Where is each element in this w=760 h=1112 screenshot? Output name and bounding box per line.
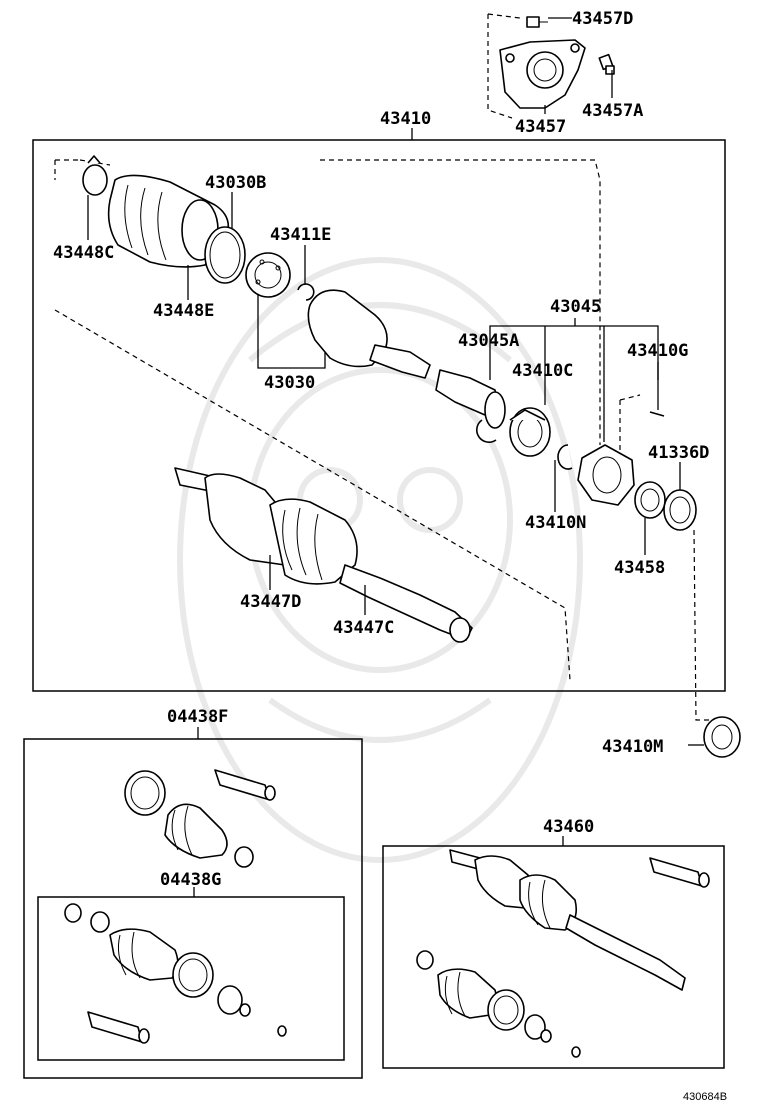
- snap-ring-43411E: [297, 283, 315, 301]
- label-43448E[interactable]: 43448E: [153, 301, 214, 321]
- snap-ring-43410N: [557, 444, 573, 470]
- bearing-43410C: [509, 407, 551, 457]
- label-43410C[interactable]: 43410C: [512, 361, 573, 381]
- label-41336D[interactable]: 41336D: [648, 443, 709, 463]
- boot-band-43448E: [204, 226, 246, 284]
- bearing-bracket: [499, 39, 586, 109]
- bolt-43457D: [526, 16, 548, 28]
- bracket-dashed-frame: [487, 13, 521, 119]
- boot-clamp-43448C: [82, 155, 108, 196]
- outer-joint-body: [307, 289, 431, 379]
- boot-kit-box-04438F: [23, 738, 363, 1079]
- label-43410G[interactable]: 43410G: [627, 341, 688, 361]
- dust-seal-43458: [634, 481, 666, 519]
- label-04438F[interactable]: 04438F: [167, 707, 228, 727]
- label-43030B[interactable]: 43030B: [205, 173, 266, 193]
- bracket-43045: [489, 325, 659, 380]
- label-43448C[interactable]: 43448C: [53, 243, 114, 263]
- figure-code: 430684B: [683, 1091, 727, 1103]
- bracket-43030: [257, 295, 326, 369]
- label-43447D[interactable]: 43447D: [240, 592, 301, 612]
- bearing-bracket-43410G: [649, 411, 665, 417]
- drive-shaft-assembly: [174, 467, 473, 643]
- label-04438G[interactable]: 04438G: [160, 870, 221, 890]
- label-43457D[interactable]: 43457D: [572, 9, 633, 29]
- label-43045[interactable]: 43045: [550, 297, 601, 317]
- boot-kit-04438F-parts: [124, 769, 276, 868]
- label-43045A[interactable]: 43045A: [458, 331, 519, 351]
- label-43457A[interactable]: 43457A: [582, 101, 643, 121]
- label-43030[interactable]: 43030: [264, 373, 315, 393]
- bolt-43457A: [598, 53, 615, 75]
- intermediate-shaft-43045A: [435, 369, 506, 443]
- shaft-kit-43460-parts: [416, 849, 710, 1058]
- boot-kit-04438G-parts: [64, 903, 287, 1044]
- label-43410N[interactable]: 43410N: [525, 513, 586, 533]
- label-43460[interactable]: 43460: [543, 817, 594, 837]
- shaft-kit-box-43460: [382, 845, 725, 1069]
- label-43458[interactable]: 43458: [614, 558, 665, 578]
- main-assembly-box: [32, 139, 726, 692]
- label-43457[interactable]: 43457: [515, 117, 566, 137]
- label-43410[interactable]: 43410: [380, 109, 431, 129]
- boot-kit-box-04438G: [37, 896, 345, 1061]
- outer-boot-43030B: [107, 174, 230, 268]
- dashed-envelope-lower: [54, 309, 571, 681]
- label-43410M[interactable]: 43410M: [602, 737, 663, 757]
- center-bearing-43410M: [703, 716, 741, 758]
- inner-race-43030: [245, 252, 291, 298]
- label-43447C[interactable]: 43447C: [333, 618, 394, 638]
- label-43411E[interactable]: 43411E: [270, 225, 331, 245]
- dashed-envelope-upper: [54, 159, 601, 445]
- seal-41336D: [663, 489, 697, 531]
- bearing-housing: [577, 444, 635, 506]
